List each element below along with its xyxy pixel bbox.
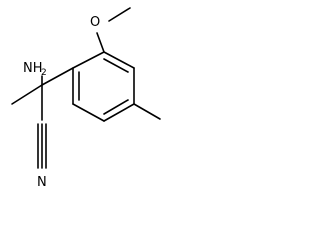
ring-bond-1 — [103, 51, 135, 69]
quaternary-ring-bond — [41, 67, 74, 86]
methoxy-bond-ring — [96, 32, 105, 53]
structure-drawing: NH 2 O N — [11, 7, 161, 190]
nitrile-nitrogen-label: N — [37, 175, 47, 190]
ring-bond-3 — [103, 103, 135, 122]
ring-bond-6 — [72, 51, 105, 69]
amine-hydrogen-count: 2 — [41, 68, 47, 78]
ring-double-inner-2 — [103, 99, 129, 115]
ring-bond-4 — [72, 103, 105, 122]
molecule-structure: NH 2 O N — [0, 0, 166, 195]
ring-double-inner-1 — [103, 58, 129, 73]
methoxy-bond-methyl — [108, 7, 131, 22]
quaternary-methyl-bond — [11, 84, 43, 105]
ring-methyl-bond — [133, 103, 161, 120]
amine-label: NH — [23, 61, 43, 76]
methoxy-oxygen-label: O — [90, 15, 100, 30]
